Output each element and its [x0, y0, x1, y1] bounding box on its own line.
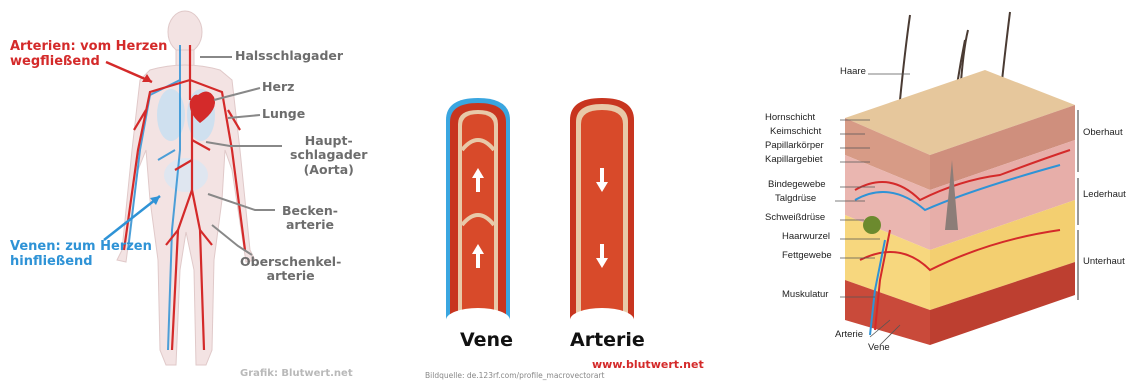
label-pelvic-artery: Becken- arterie — [282, 204, 338, 233]
femoral-line-2: arterie — [240, 269, 341, 283]
pelvic-line-1: Becken- — [282, 204, 338, 218]
skin-label-hair-root: Haarwurzel — [782, 232, 830, 243]
vein-title: Vene — [460, 330, 513, 352]
label-femoral-artery: Oberschenkel- arterie — [240, 255, 341, 284]
aorta-line-3: (Aorta) — [290, 163, 367, 177]
skin-label-sweat-gland: Schweißdrüse — [765, 213, 825, 224]
skin-label-fat-tissue: Fettgewebe — [782, 251, 832, 262]
skin-label-germinal-layer: Keimschicht — [770, 127, 821, 138]
pelvic-line-2: arterie — [282, 218, 338, 232]
skin-label-capillary: Kapillargebiet — [765, 155, 823, 166]
aorta-line-2: schlagader — [290, 148, 367, 162]
skin-label-sebaceous: Talgdrüse — [775, 194, 816, 205]
skin-label-hair: Haare — [840, 67, 866, 78]
skin-label-vein: Vene — [868, 343, 890, 354]
label-heart: Herz — [262, 80, 294, 94]
skin-label-papillary: Papillarkörper — [765, 141, 824, 152]
vessels-panel: Vene Arterie www.blutwert.net Bildquelle… — [420, 0, 710, 383]
label-neck-artery: Halsschlagader — [235, 49, 343, 63]
aorta-line-1: Haupt- — [290, 134, 367, 148]
skin-label-dermis: Lederhaut — [1083, 190, 1126, 201]
skin-label-artery: Arterie — [835, 330, 863, 341]
skin-panel: Haare Hornschicht Keimschicht Papillarkö… — [760, 0, 1135, 383]
skin-illustration — [760, 0, 1135, 383]
source-text: Bildquelle: de.123rf.com/profile_macrove… — [425, 372, 604, 381]
label-lung: Lunge — [262, 107, 305, 121]
skin-label-connective: Bindegewebe — [768, 180, 826, 191]
femoral-line-1: Oberschenkel- — [240, 255, 341, 269]
vein-tube — [446, 98, 510, 332]
label-aorta: Haupt- schlagader (Aorta) — [290, 134, 367, 177]
credit-text: Grafik: Blutwert.net — [240, 368, 353, 380]
artery-title: Arterie — [570, 330, 645, 352]
skin-label-muscle: Muskulatur — [782, 290, 828, 301]
artery-tube — [570, 98, 634, 332]
website-text: www.blutwert.net — [592, 359, 704, 372]
skin-label-stratum-corneum: Hornschicht — [765, 113, 815, 124]
vessel-illustration — [420, 0, 710, 383]
skin-label-epidermis: Oberhaut — [1083, 128, 1123, 139]
skin-label-subcutis: Unterhaut — [1083, 257, 1125, 268]
